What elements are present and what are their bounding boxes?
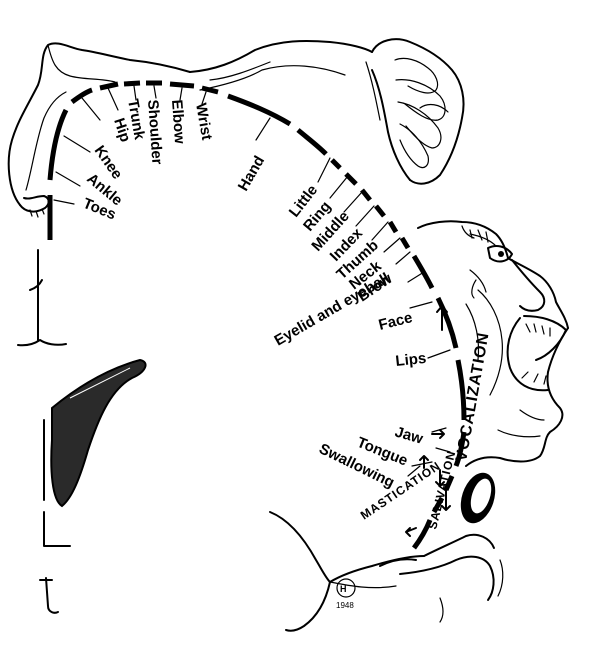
ventricle-shape <box>50 358 147 508</box>
label-trunk: Trunk <box>124 98 148 142</box>
cortex-arc <box>47 80 467 550</box>
label-eyelid-and-eyeball: Eyelid and eyeball <box>272 270 393 350</box>
label-vocalization: VOCALIZATION <box>453 331 492 463</box>
body-part-labels: Toes Ankle Knee Hip Trunk Shoulder Elbow… <box>81 98 493 531</box>
monogram-year: 1948 <box>336 601 354 610</box>
label-lips: Lips <box>395 350 427 370</box>
leader-lines <box>53 85 451 537</box>
label-hip: Hip <box>110 116 134 144</box>
label-jaw: Jaw <box>393 424 425 448</box>
brain-section <box>17 249 504 632</box>
label-hand: Hand <box>235 153 268 194</box>
label-face: Face <box>377 309 414 334</box>
label-shoulder: Shoulder <box>144 99 166 165</box>
svg-text:H: H <box>340 584 347 594</box>
label-elbow: Elbow <box>168 99 188 145</box>
homunculus-figure <box>7 38 465 218</box>
artist-monogram: H 1948 <box>336 578 356 610</box>
label-wrist: Wrist <box>192 102 215 142</box>
face-profile <box>417 220 569 524</box>
